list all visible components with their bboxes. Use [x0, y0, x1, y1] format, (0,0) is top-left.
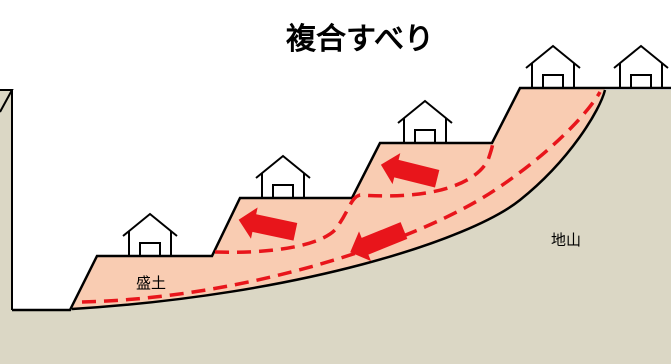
left-bank: [0, 90, 12, 310]
movement-arrow-upper: [380, 153, 440, 188]
slip-surface-mid: [214, 141, 495, 255]
diagram-title: 複合すべり: [286, 22, 434, 57]
ground-surface-line: [12, 86, 671, 312]
house-icon: [255, 154, 311, 198]
original-ground-line: [71, 89, 607, 311]
house-icon: [525, 44, 581, 88]
movement-arrow-middle: [238, 207, 298, 241]
house-icon: [122, 212, 178, 256]
natural-ground: [0, 90, 671, 364]
house-icon: [613, 44, 669, 88]
slip-surface-deep: [81, 91, 602, 304]
fill-label: 盛土: [136, 274, 167, 292]
natural-ground-label: 地山: [551, 231, 582, 249]
house-icon: [397, 99, 453, 143]
movement-arrow-lower: [350, 222, 408, 262]
